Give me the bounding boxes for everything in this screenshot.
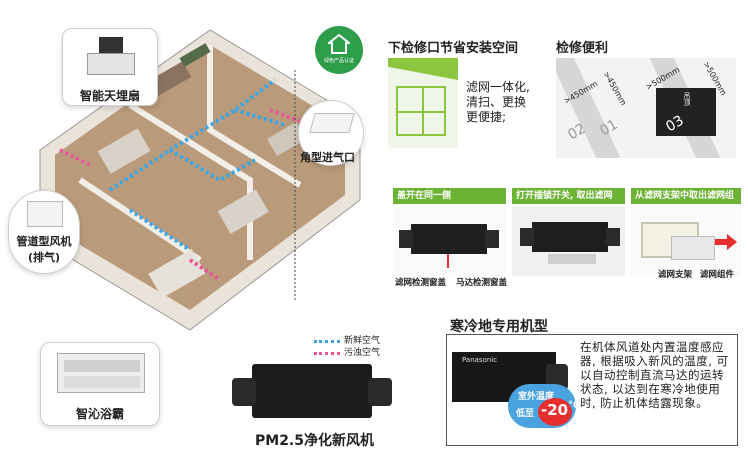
ceiling-fan-callout: 智能天埋扇 xyxy=(62,28,158,106)
corner-inlet-label: 角型进气口 xyxy=(300,151,355,164)
badge-text: 绿色产品认证 xyxy=(323,58,354,64)
maint-dim-2: >450mm xyxy=(601,69,629,108)
temp-unit: ℃ xyxy=(568,400,581,411)
arrow-right-icon xyxy=(715,234,737,250)
step-3-label: 从滤网支架中取出滤网组件 xyxy=(631,188,741,217)
house-icon xyxy=(326,33,352,54)
temp-label-2: 低至 xyxy=(516,409,535,419)
main-product-title: PM2.5净化新风机 xyxy=(255,433,374,449)
section-space-description: 滤网一体化, 清扫、更换 更便捷; xyxy=(466,80,530,124)
step-3-image xyxy=(631,206,741,276)
section-space-title: 下检修口节省安装空间 xyxy=(388,41,519,56)
motor-cover-caption: 马达检测窗盖 xyxy=(456,278,508,288)
corner-inlet-image xyxy=(309,113,355,133)
dirty-air-legend-line xyxy=(314,352,340,355)
green-certification-badge: 绿色产品认证 xyxy=(315,26,363,74)
duct-fan-label: 管道型风机 xyxy=(16,235,72,248)
dirty-air-legend-label: 污浊空气 xyxy=(344,348,381,358)
cold-section-description: 在机体风道处内置温度感应器, 根据吸入新风的温度, 可以自动控制直流马达的运转状… xyxy=(580,340,729,410)
duct-fan-sublabel: (排气) xyxy=(27,251,61,264)
bath-heater-label: 智沁浴霸 xyxy=(75,407,124,421)
temp-value-circle xyxy=(538,398,572,426)
section-maintenance-title: 检修便利 xyxy=(556,41,609,56)
fresh-air-legend-label: 新鲜空气 xyxy=(344,336,381,346)
temperature-badge: 室外温度 低至 -20 ℃ xyxy=(508,384,580,428)
corner-inlet-callout xyxy=(298,100,364,166)
cold-product-brand: Panasonic xyxy=(462,356,498,364)
cold-section-title: 寒冷地专用机型 xyxy=(450,319,548,335)
space-illustration xyxy=(388,58,458,148)
main-product-image xyxy=(232,360,392,422)
step-1-image xyxy=(393,206,506,276)
filter-assembly-caption: 滤网组件 xyxy=(700,270,735,280)
duct-fan-image xyxy=(27,201,63,227)
ceiling-fan-label: 智能天埋扇 xyxy=(79,89,140,103)
filter-cover-caption: 滤网检测窗盖 xyxy=(395,278,447,288)
bath-heater-image xyxy=(57,353,145,393)
cold-product-image: Panasonic xyxy=(452,348,570,406)
step-2-image xyxy=(512,206,625,276)
maintenance-illustration: 吊顶 >450mm >450mm >500mm >500mm 02 01 03 xyxy=(556,58,736,158)
maintenance-box-dark xyxy=(656,88,716,136)
step-2-label: 打开插锁开关, 取出滤网 xyxy=(512,188,625,204)
fresh-air-legend-line xyxy=(314,340,340,343)
bath-heater-callout: 智沁浴霸 xyxy=(40,342,160,426)
cold-section-frame xyxy=(446,334,738,446)
duct-fan-callout: 管道型风机 (排气) xyxy=(8,190,80,274)
temp-value: -20 xyxy=(541,401,569,419)
ceiling-fan-image xyxy=(87,37,135,77)
step-1-label: 盖开在同一侧 xyxy=(393,188,506,204)
filter-bracket-caption: 滤网支架 xyxy=(658,270,693,280)
temp-label-1: 室外温度 xyxy=(518,392,555,402)
maintenance-box-label: 吊顶 xyxy=(683,92,691,106)
